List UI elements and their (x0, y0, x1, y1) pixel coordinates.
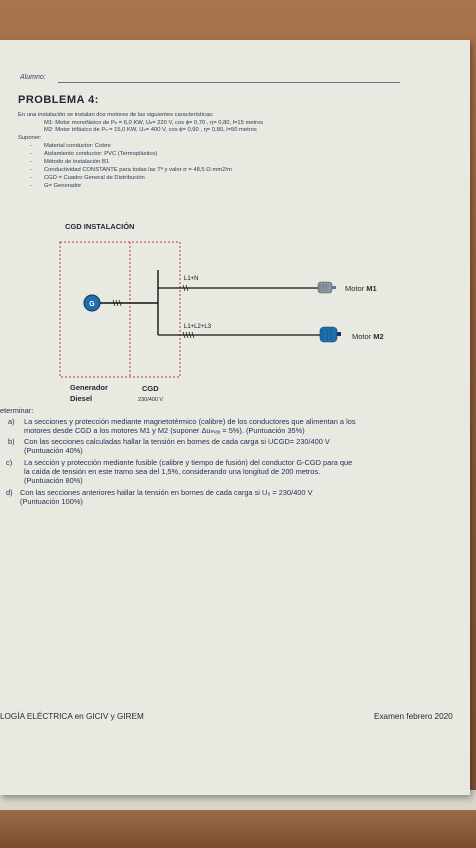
question-letter: a) (8, 417, 15, 426)
motor-m1-spec: M1: Motor monofásico de Pₙ = 6,0 KW, Uₙ=… (44, 120, 264, 126)
assumption-item: Aislamiento conductor: PVC (Termoplástic… (44, 151, 158, 157)
bullet-dash: - (30, 167, 32, 173)
motor-m2-label: Motor M2 (352, 332, 384, 341)
motor-m2-icon (319, 326, 341, 343)
bullet-dash: - (30, 159, 32, 165)
alumno-label: Alumno: (20, 74, 46, 81)
question-letter: b) (8, 437, 15, 446)
m2-conductor-ticks (182, 331, 195, 339)
feeder-conductor-ticks (112, 299, 122, 307)
m1-line-label: L1+N (184, 276, 199, 282)
m1-conductor-ticks (182, 284, 189, 292)
question-d-line: Con las secciones anteriores hallar la t… (20, 488, 313, 497)
question-c-line: la caída de tensión en este tramo sea de… (24, 467, 321, 476)
assumption-item: Material conductor: Cobre (44, 143, 111, 149)
generator-label: Generador (70, 383, 108, 392)
generator-symbol-letter: G (89, 301, 95, 308)
footer-course-name: LOGÍA ELÉCTRICA en GICIV y GIREM (0, 712, 144, 721)
motor-m2-spec: M2: Motor trifásico de Pₙ = 15,0 KW, Uₙ=… (44, 127, 257, 133)
question-d-line: (Puntuación 100%) (20, 497, 83, 506)
question-letter: d) (6, 488, 13, 497)
diagram-title: CGD INSTALACIÓN (65, 222, 135, 231)
motor-m1-label: Motor M1 (345, 284, 377, 293)
question-a-line: La secciones y protección mediante magne… (24, 417, 356, 426)
question-c-line: (Puntuación 80%) (24, 476, 83, 485)
assumption-item: G= Generador (44, 183, 82, 189)
generator-sub-label: Diesel (70, 394, 92, 403)
problem-title: PROBLEMA 4: (18, 94, 99, 106)
suponer-label: Suponer: (18, 135, 42, 141)
motor-m1-icon (317, 281, 336, 294)
installation-dashed-box (59, 241, 181, 378)
question-b-line: (Puntuación 40%) (24, 446, 83, 455)
assumption-item: Conductividad CONSTANTE para todas las T… (44, 167, 232, 173)
bullet-dash: - (30, 151, 32, 157)
question-c-line: La sección y protección mediante fusible… (24, 458, 353, 467)
bullet-dash: - (30, 175, 32, 181)
cgd-label: CGD (142, 384, 159, 393)
circuit-diagram: G L1+N L1+L2+L3 Motor M1 Motor M2 Genera… (59, 241, 384, 403)
assumption-item: CGD = Cuadro General de Distribución (44, 175, 145, 181)
desk-edge (0, 810, 476, 848)
footer-exam-date: Examen febrero 2020 (374, 712, 453, 721)
bullet-dash: - (30, 183, 32, 189)
under-sheet (0, 790, 476, 810)
question-a-line: motores desde CGD a los motores M1 y M2 … (24, 426, 305, 435)
bullet-dash: - (30, 143, 32, 149)
exam-sheet: Alumno: PROBLEMA 4: En una instalación s… (0, 40, 470, 795)
assumption-item: Método de instalación B1 (44, 159, 110, 165)
question-b-line: Con las secciones calculadas hallar la t… (24, 437, 330, 446)
question-letter: c) (6, 458, 13, 467)
m2-line-label: L1+L2+L3 (184, 324, 212, 330)
questions-lead: eterminar: (0, 406, 34, 415)
cgd-voltage-label: 230/400 V (138, 397, 163, 403)
statement-intro: En una instalación se instalan dos motor… (18, 112, 214, 118)
alumno-name-line (58, 82, 400, 83)
